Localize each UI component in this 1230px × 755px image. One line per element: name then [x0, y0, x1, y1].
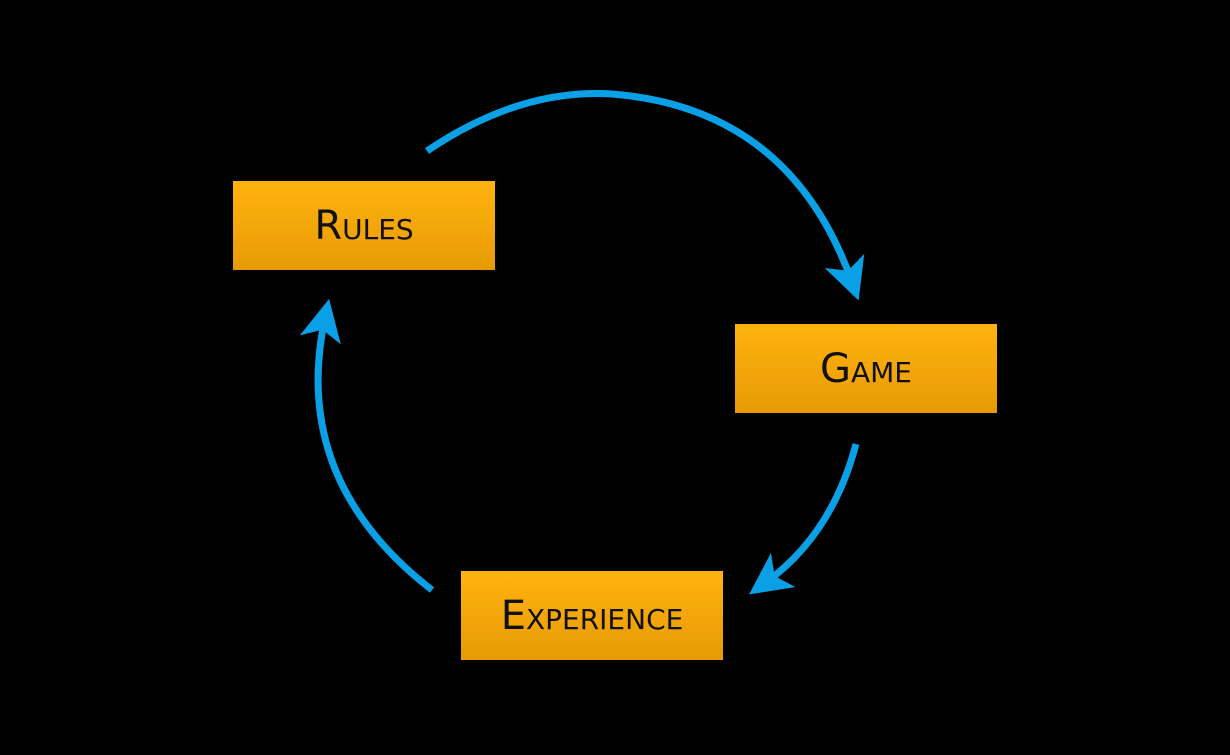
node-game: Game: [735, 324, 997, 413]
node-experience: Experience: [461, 571, 723, 660]
node-game-label: Game: [820, 345, 912, 392]
node-rules-label: Rules: [314, 202, 414, 249]
arrow-game-to-experience: [749, 443, 860, 595]
node-experience-label: Experience: [500, 592, 684, 639]
arrow-experience-to-rules: [299, 298, 435, 593]
node-rules: Rules: [233, 181, 495, 270]
arrow-rules-to-game: [425, 90, 865, 301]
